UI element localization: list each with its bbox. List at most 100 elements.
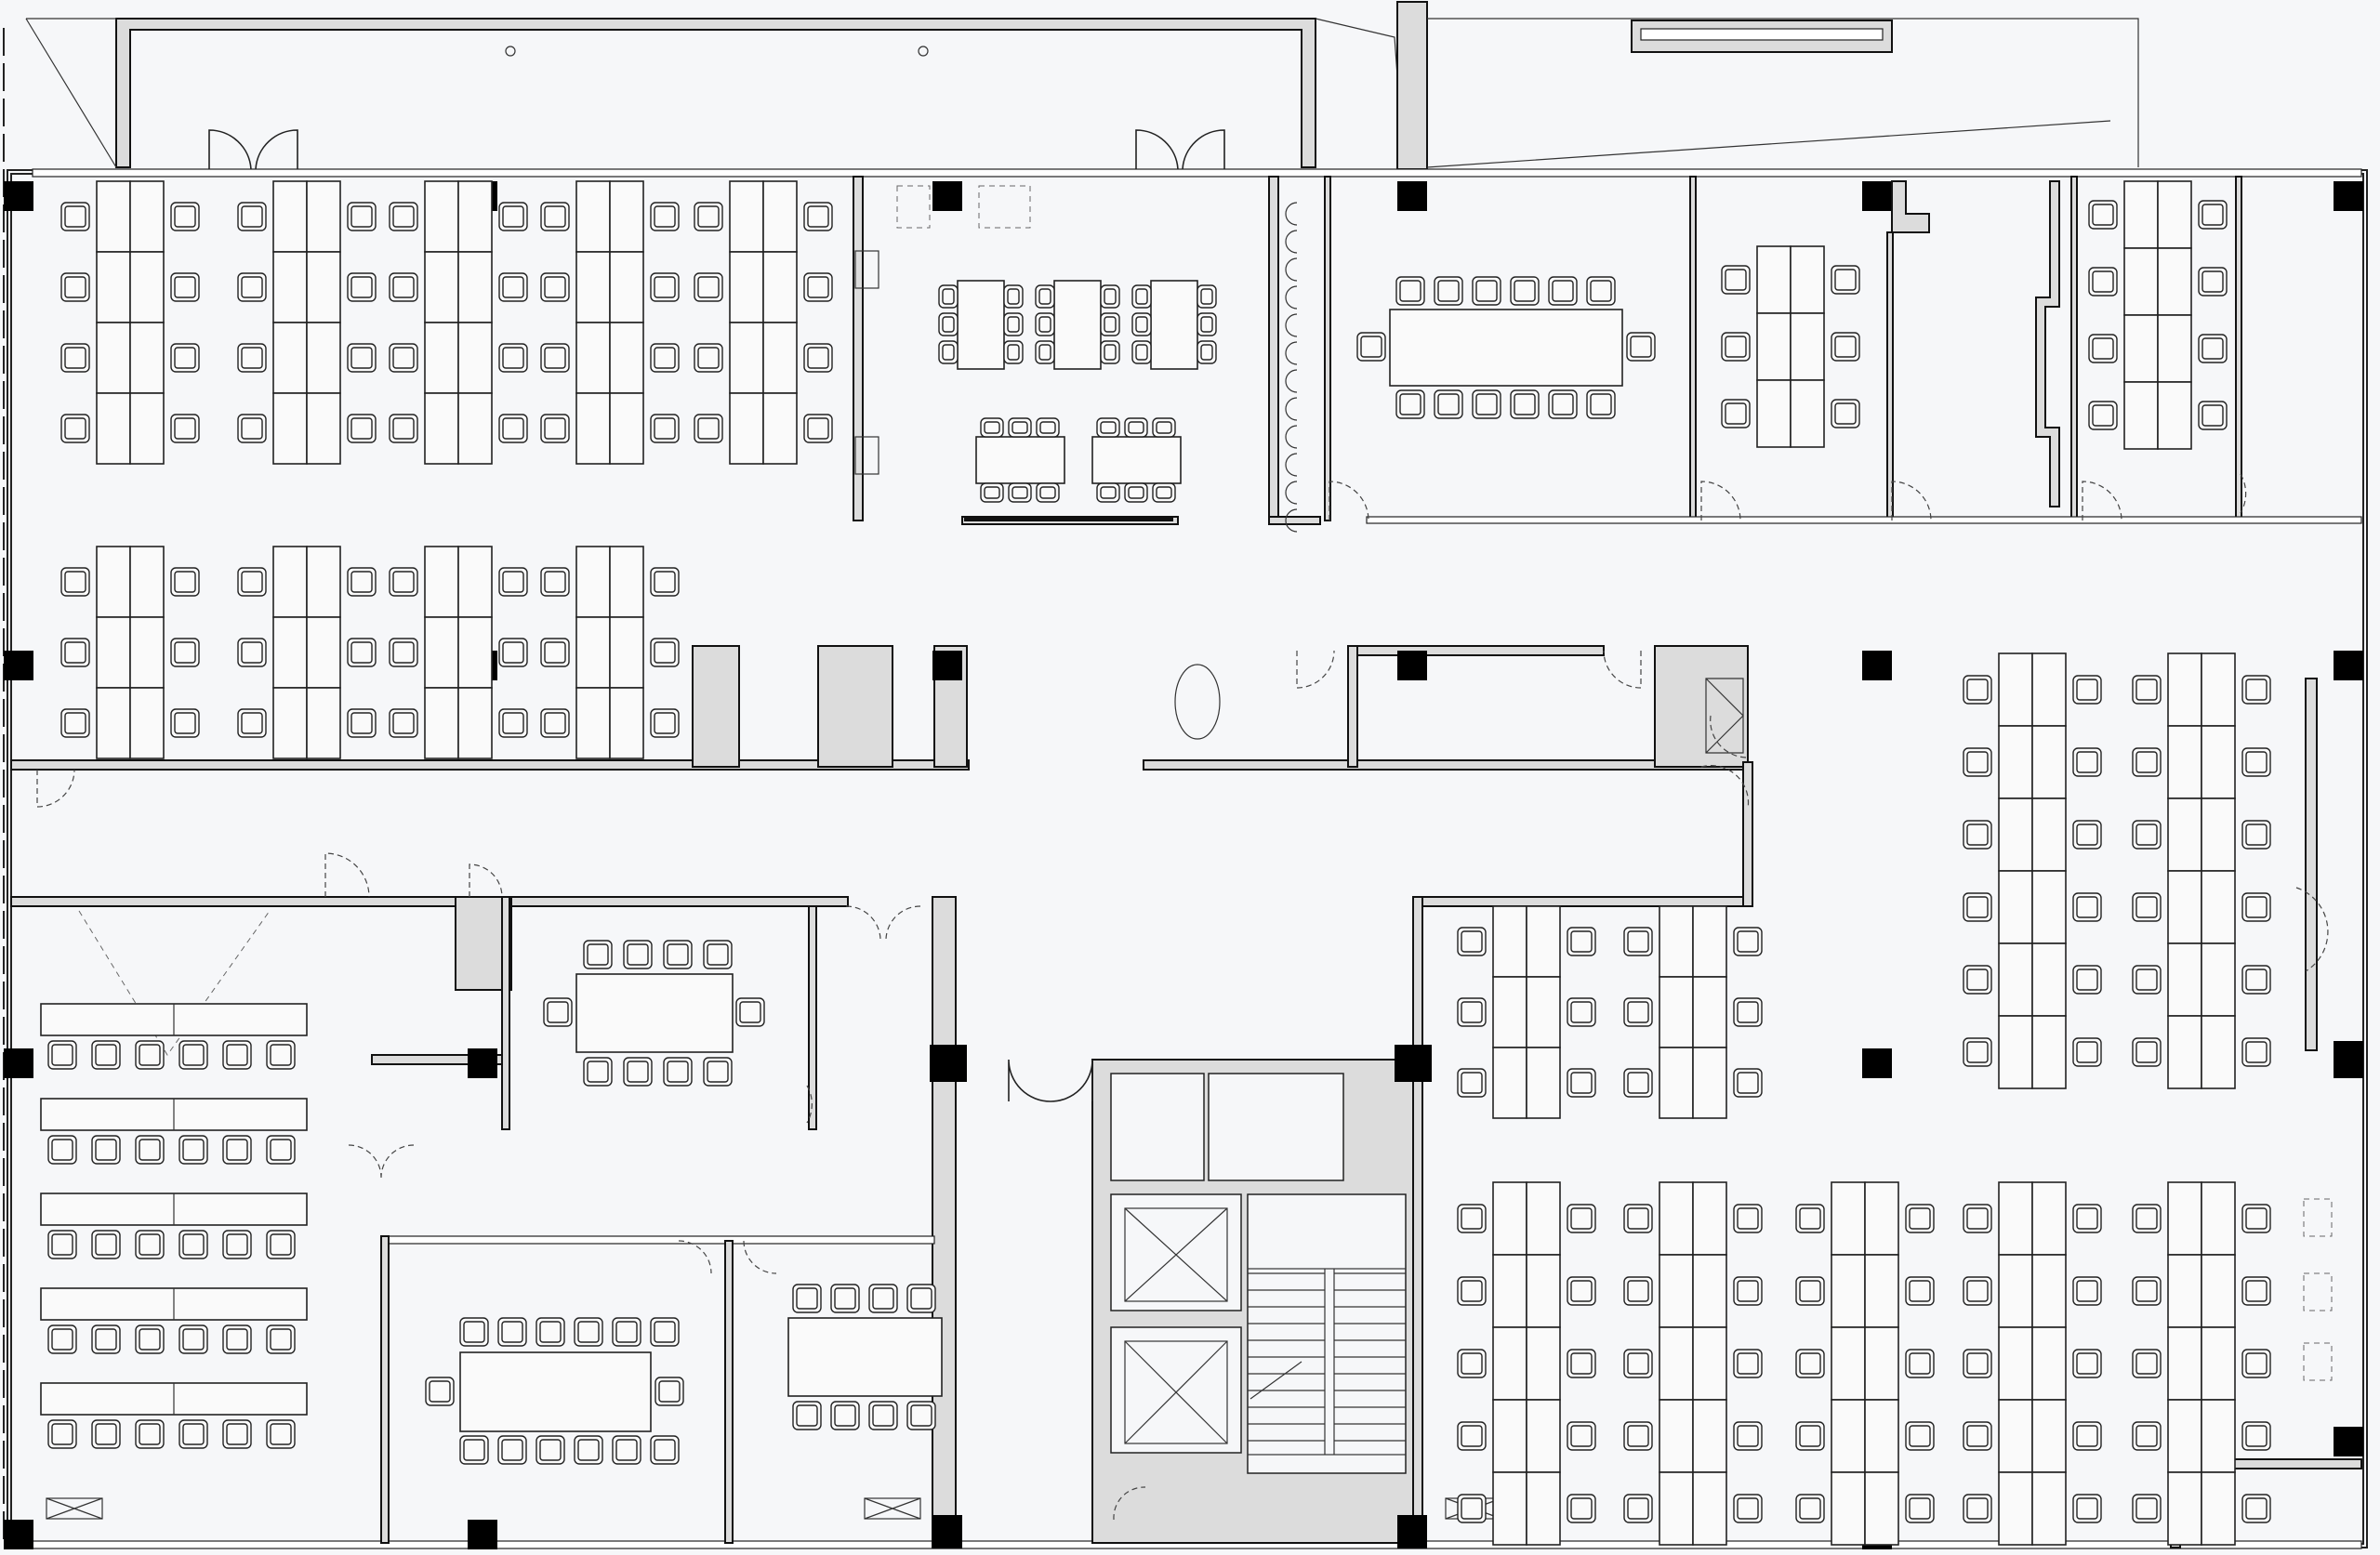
chair-cushion (544, 712, 566, 734)
chair (135, 1230, 165, 1259)
chair-cushion (1399, 393, 1421, 415)
chair-cushion (2202, 404, 2224, 427)
desk (272, 180, 308, 253)
chair-cushion (942, 344, 955, 361)
chair-cushion (1461, 1280, 1483, 1302)
chair (2241, 1204, 2271, 1233)
desk (2031, 652, 2067, 727)
chair-cushion (1966, 1497, 1989, 1520)
chair (2132, 1037, 2162, 1067)
desk (1659, 1047, 1694, 1119)
chair-cushion (502, 347, 524, 369)
desk (1864, 1471, 1899, 1546)
desk (1692, 1254, 1727, 1328)
chair (868, 1401, 898, 1430)
chair (1721, 265, 1751, 295)
desk (1998, 870, 2033, 944)
chair-cushion (697, 205, 720, 228)
chair-cushion (2076, 679, 2098, 701)
chair-cushion (1570, 1280, 1593, 1302)
chair-cushion (2076, 1041, 2098, 1063)
chair-cushion (1038, 344, 1051, 361)
chair (612, 1435, 641, 1465)
chair-cushion (2245, 1497, 2268, 1520)
desk (306, 616, 341, 689)
desk (96, 687, 131, 759)
desk (2031, 725, 2067, 799)
chair (2198, 334, 2228, 363)
chair (170, 567, 200, 597)
desk (1864, 1326, 1899, 1401)
chair (650, 414, 680, 443)
chair-cushion (1737, 930, 1759, 953)
chair (703, 1057, 733, 1087)
desk (2167, 652, 2202, 727)
desk (2167, 1326, 2202, 1401)
chair (1008, 482, 1032, 503)
desk (575, 973, 734, 1053)
chair (347, 708, 377, 738)
chair-cushion (942, 288, 955, 305)
chair-cushion (1725, 269, 1747, 291)
chair-cushion (2135, 1497, 2158, 1520)
desk (457, 251, 493, 323)
bar-stool (1285, 285, 1298, 310)
chair-cushion (1966, 1352, 1989, 1375)
chair-cushion (667, 1061, 689, 1083)
chair (170, 708, 200, 738)
chair (1733, 1421, 1763, 1451)
chair-cushion (654, 1321, 676, 1343)
chair-cushion (350, 205, 373, 228)
chair (2241, 892, 2271, 922)
chair-cushion (627, 943, 649, 966)
chair-cushion (2076, 1425, 2098, 1447)
chair (389, 343, 418, 373)
chair-cushion (807, 417, 829, 440)
chair (540, 272, 570, 302)
chair (1036, 417, 1060, 438)
chair-cushion (615, 1321, 638, 1343)
chair-cushion (1627, 1280, 1649, 1302)
desk (2167, 870, 2202, 944)
chair (60, 708, 90, 738)
chair (1733, 1349, 1763, 1378)
desk (1831, 1326, 1866, 1401)
chair (1131, 312, 1152, 336)
chair (1623, 1068, 1653, 1098)
chair-cushion (1590, 393, 1612, 415)
desk (424, 392, 459, 465)
stair (1247, 1268, 1407, 1456)
desk (306, 392, 341, 465)
chair-cushion (2135, 824, 2158, 846)
chair-cushion (1461, 1497, 1483, 1520)
desk (1526, 1047, 1561, 1119)
chair (47, 1324, 77, 1354)
desk (2031, 1399, 2067, 1473)
chair (178, 1419, 208, 1449)
chair (1567, 1068, 1596, 1098)
chair-cushion (2076, 1280, 2098, 1302)
desk (729, 180, 764, 253)
chair (389, 202, 418, 231)
chair-cushion (1552, 280, 1574, 302)
chair (497, 1317, 527, 1347)
desk (1692, 1047, 1727, 1119)
chair-cushion (1570, 930, 1593, 953)
desk (2201, 1015, 2236, 1089)
desk (424, 251, 459, 323)
chair (1152, 482, 1176, 503)
chair (237, 202, 267, 231)
desk (609, 322, 644, 394)
chair-cushion (95, 1233, 117, 1256)
desk (2031, 942, 2067, 1017)
desk (575, 616, 611, 689)
chair (389, 272, 418, 302)
desk (575, 180, 611, 253)
desk (129, 392, 165, 465)
chair (60, 638, 90, 667)
desk (575, 322, 611, 394)
chair (980, 482, 1004, 503)
chair (1008, 417, 1032, 438)
building-shell (3, 1, 2368, 1549)
chair-cushion (241, 347, 263, 369)
